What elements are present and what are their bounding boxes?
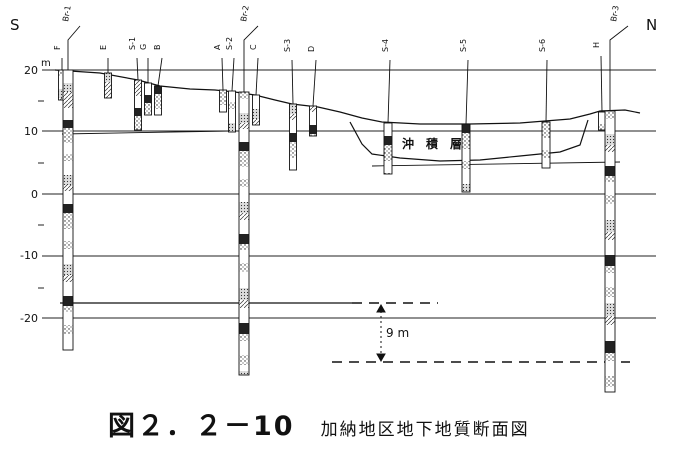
elevation-label-0: 0 xyxy=(31,188,38,201)
borehole-leader-br-2 xyxy=(243,25,259,92)
ground-surface-line xyxy=(54,69,641,125)
thickness-dimension xyxy=(376,303,386,363)
borehole-column-d xyxy=(309,105,317,137)
elevation-ticks xyxy=(38,100,44,289)
borehole-label-b: B xyxy=(153,45,162,51)
alluvium-base-line xyxy=(349,119,589,162)
alluvium-layer-label: 沖 積 層 xyxy=(402,136,462,151)
borehole-label-c: C xyxy=(249,44,258,50)
borehole-column-b xyxy=(154,85,162,116)
borehole-column-s-3 xyxy=(289,103,297,171)
boundary-line-near-10 xyxy=(61,130,231,135)
elevation-unit-label: m xyxy=(41,58,51,69)
borehole-label-g: G xyxy=(139,44,148,50)
elevation-label-20: 20 xyxy=(24,64,38,77)
borehole-column-g xyxy=(144,82,152,116)
figure-number: 図２．２－10 xyxy=(108,411,295,442)
borehole-leader-s-4 xyxy=(387,59,391,124)
borehole-leader-br-1 xyxy=(67,25,81,70)
direction-south-label: S xyxy=(10,16,20,34)
borehole-leader-s-1 xyxy=(136,57,139,81)
borehole-leader-s-2 xyxy=(231,57,235,92)
borehole-leader-b xyxy=(157,57,163,87)
borehole-column-s-5 xyxy=(461,123,471,193)
borehole-label-s-2: S-2 xyxy=(225,37,234,50)
borehole-leader-c xyxy=(255,57,259,96)
borehole-column-s-2 xyxy=(228,90,236,133)
borehole-column-h xyxy=(598,111,606,131)
borehole-label-s-6: S-6 xyxy=(538,39,547,52)
elevation-label-minus-10: -10 xyxy=(20,249,38,262)
borehole-label-s-1: S-1 xyxy=(128,37,137,50)
borehole-leader-s-6 xyxy=(545,59,548,123)
borehole-label-s-4: S-4 xyxy=(381,39,390,52)
borehole-column-s-6 xyxy=(541,121,551,169)
borehole-leader-s-5 xyxy=(465,59,469,125)
figure-caption: 図２．２－10 加納地区地下地質断面図 xyxy=(108,404,530,443)
elevation-lines xyxy=(42,69,656,319)
borehole-label-br-2: Br-2 xyxy=(239,5,251,23)
borehole-column-c xyxy=(252,94,260,126)
borehole-column-e xyxy=(104,72,112,99)
boundary-line-north xyxy=(371,161,621,167)
borehole-label-f: F xyxy=(53,45,62,50)
thickness-annotation-label: 9 m xyxy=(386,326,409,340)
elevation-label-10: 10 xyxy=(24,125,38,138)
borehole-label-s-5: S-5 xyxy=(459,39,468,52)
borehole-column-br-3 xyxy=(604,110,616,393)
geological-cross-section: S N m 20 10 0 -10 -20 沖 積 層 9 m xyxy=(10,5,657,393)
borehole-label-a: A xyxy=(213,44,222,50)
borehole-column-a xyxy=(219,89,227,113)
figure-title: 加納地区地下地質断面図 xyxy=(320,420,530,440)
borehole-leader-d xyxy=(312,59,317,107)
borehole-columns xyxy=(58,69,616,393)
borehole-label-br-3: Br-3 xyxy=(609,5,621,23)
elevation-label-minus-20: -20 xyxy=(20,312,38,325)
borehole-leader-h xyxy=(600,55,603,113)
borehole-label-br-1: Br-1 xyxy=(61,5,73,23)
borehole-label-h: H xyxy=(592,42,601,48)
direction-north-label: N xyxy=(646,16,657,34)
borehole-label-s-3: S-3 xyxy=(283,39,292,52)
borehole-column-br-1 xyxy=(62,69,74,351)
borehole-column-s-1 xyxy=(134,79,142,131)
borehole-column-br-2 xyxy=(238,91,250,376)
borehole-leader-br-3 xyxy=(609,25,629,111)
borehole-leader-a xyxy=(221,57,224,91)
borehole-label-e: E xyxy=(99,45,108,50)
borehole-column-s-4 xyxy=(383,122,393,175)
borehole-label-d: D xyxy=(307,46,316,52)
borehole-leader-s-3 xyxy=(291,59,294,105)
